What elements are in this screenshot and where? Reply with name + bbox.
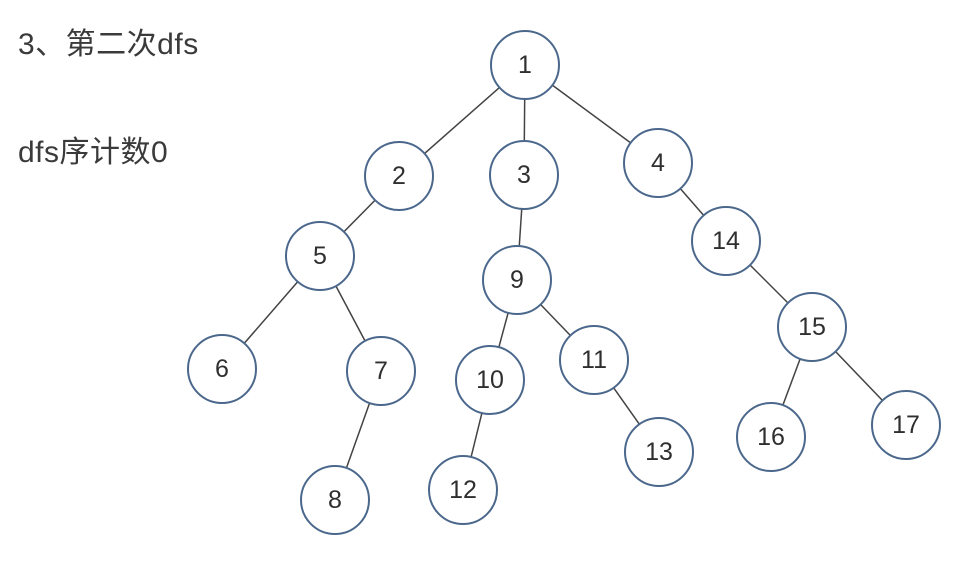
tree-node-12[interactable]: 12 [428, 455, 498, 525]
tree-node-1[interactable]: 1 [490, 30, 560, 100]
node-label: 2 [392, 162, 406, 190]
tree-node-4[interactable]: 4 [623, 128, 693, 198]
node-label: 15 [798, 313, 826, 341]
node-circle[interactable] [777, 292, 847, 362]
node-circle[interactable] [489, 140, 559, 210]
node-label: 12 [449, 476, 477, 504]
dfs-counter-note: dfs序计数0 [18, 136, 169, 169]
tree-node-14[interactable]: 14 [691, 206, 761, 276]
node-label: 6 [215, 355, 229, 383]
node-circle[interactable] [624, 417, 694, 487]
node-label: 9 [510, 266, 524, 294]
node-circle[interactable] [559, 325, 629, 395]
node-label: 5 [313, 242, 327, 270]
section-title: 3、第二次dfs [18, 28, 199, 61]
node-label: 4 [651, 149, 665, 177]
node-label: 16 [757, 423, 785, 451]
node-circle[interactable] [187, 334, 257, 404]
node-circle[interactable] [428, 455, 498, 525]
node-circle[interactable] [490, 30, 560, 100]
node-circle[interactable] [623, 128, 693, 198]
node-circle[interactable] [346, 336, 416, 406]
node-label: 7 [374, 357, 388, 385]
tree-node-6[interactable]: 6 [187, 334, 257, 404]
node-label: 13 [645, 438, 673, 466]
tree-node-9[interactable]: 9 [482, 245, 552, 315]
node-label: 17 [892, 411, 920, 439]
node-label: 10 [476, 366, 504, 394]
node-label: 14 [712, 227, 740, 255]
tree-node-10[interactable]: 10 [455, 345, 525, 415]
node-circle[interactable] [364, 141, 434, 211]
node-circle[interactable] [455, 345, 525, 415]
node-circle[interactable] [871, 390, 941, 460]
tree-node-7[interactable]: 7 [346, 336, 416, 406]
node-label: 11 [581, 346, 607, 374]
tree-node-11[interactable]: 11 [559, 325, 629, 395]
node-label: 3 [517, 161, 531, 189]
node-circle[interactable] [300, 465, 370, 535]
node-label: 8 [328, 486, 342, 514]
tree-node-5[interactable]: 5 [285, 221, 355, 291]
node-label: 1 [518, 51, 532, 79]
tree-node-13[interactable]: 13 [624, 417, 694, 487]
node-circle[interactable] [285, 221, 355, 291]
tree-node-2[interactable]: 2 [364, 141, 434, 211]
tree-node-16[interactable]: 16 [736, 402, 806, 472]
node-circle[interactable] [691, 206, 761, 276]
node-circle[interactable] [736, 402, 806, 472]
tree-node-15[interactable]: 15 [777, 292, 847, 362]
node-circle[interactable] [482, 245, 552, 315]
tree-node-3[interactable]: 3 [489, 140, 559, 210]
tree-node-17[interactable]: 17 [871, 390, 941, 460]
tree-node-8[interactable]: 8 [300, 465, 370, 535]
